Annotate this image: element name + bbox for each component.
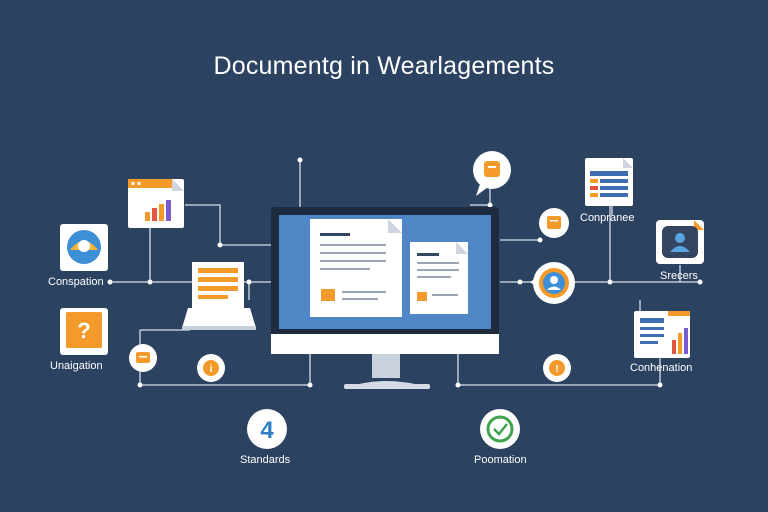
browser-chart-icon	[128, 179, 184, 228]
number-badge-icon: 4	[247, 409, 287, 449]
chat-badge-icon	[129, 344, 157, 372]
svg-text:?: ?	[77, 318, 90, 343]
laptop-document-icon	[182, 262, 256, 330]
check-badge-icon	[480, 409, 520, 449]
page-title: Documentg in Wearlagements	[213, 52, 555, 80]
report-chart-icon	[634, 311, 690, 358]
svg-text:!: !	[555, 364, 558, 375]
label-bottom-left: Standards	[240, 454, 291, 466]
label-left-top: Conspation	[48, 276, 104, 288]
svg-text:i: i	[210, 364, 213, 375]
label-bottom-right: Poomation	[474, 454, 527, 466]
connector-dots	[107, 157, 703, 388]
user-chat-icon	[656, 220, 704, 264]
svg-text:4: 4	[260, 417, 274, 444]
form-badge-icon	[539, 208, 569, 238]
label-right-mid: Srecers	[660, 270, 698, 282]
table-document-icon	[585, 158, 633, 206]
label-left-bottom: Unaigation	[50, 360, 103, 372]
avatar-card-icon	[60, 224, 108, 271]
speech-bubble-icon	[473, 151, 511, 196]
question-card-icon: ?	[60, 308, 108, 355]
info-badge-icon: i	[197, 354, 225, 382]
label-right-bottom: Conhenation	[630, 362, 693, 374]
user-bubble-icon	[530, 262, 575, 304]
label-right-top: Conpranee	[580, 212, 635, 224]
monitor-icon	[271, 207, 499, 389]
alert-badge-icon: !	[543, 354, 571, 382]
